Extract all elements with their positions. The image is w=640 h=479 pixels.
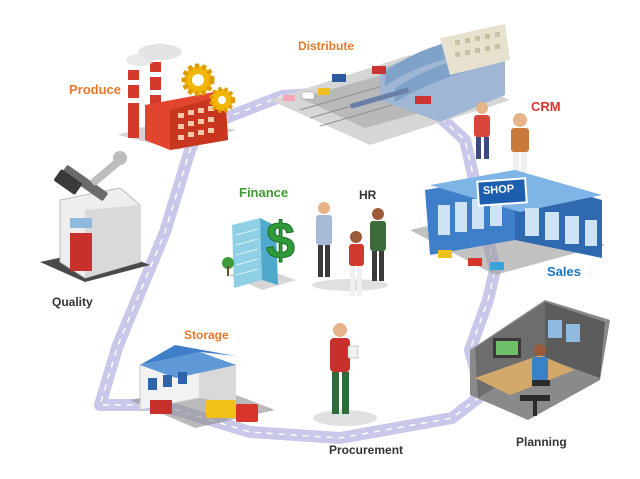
distribution-yard-icon bbox=[270, 24, 510, 145]
label-quality: Quality bbox=[52, 295, 93, 309]
gear-icon bbox=[181, 63, 235, 113]
label-storage: Storage bbox=[184, 328, 229, 342]
quality-tools-icon bbox=[40, 151, 150, 282]
label-finance: Finance bbox=[239, 185, 289, 200]
procurement-worker-icon bbox=[313, 323, 377, 426]
label-produce: Produce bbox=[69, 82, 122, 97]
crm-people-icon bbox=[474, 102, 529, 174]
label-sales: Sales bbox=[547, 264, 581, 279]
hr-people-icon bbox=[312, 202, 388, 296]
shop-icon bbox=[410, 170, 605, 275]
planning-desk-icon bbox=[470, 300, 610, 420]
label-hr: HR bbox=[359, 188, 377, 202]
shop-sign: SHOP bbox=[482, 182, 515, 198]
storage-warehouse-icon bbox=[130, 345, 275, 428]
label-procurement: Procurement bbox=[329, 443, 404, 457]
svg-text:$: $ bbox=[266, 212, 295, 270]
label-distribute: Distribute bbox=[298, 39, 355, 53]
finance-dollar-icon: $ bbox=[222, 212, 296, 290]
label-planning: Planning bbox=[516, 435, 567, 449]
label-crm: CRM bbox=[531, 99, 561, 114]
